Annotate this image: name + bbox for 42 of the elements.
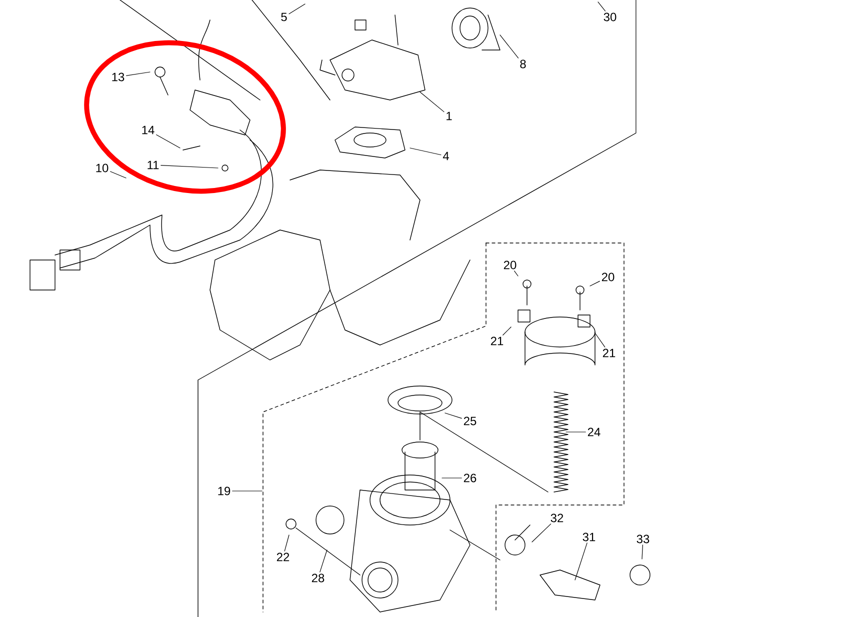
leader-line bbox=[532, 524, 552, 542]
leader-line bbox=[320, 550, 328, 572]
callout-number: 21 bbox=[490, 336, 504, 346]
leader-line bbox=[444, 412, 462, 419]
leader-line bbox=[110, 171, 126, 178]
leader-line bbox=[514, 270, 518, 276]
callout-number: 19 bbox=[218, 486, 230, 496]
leader-line bbox=[642, 544, 643, 560]
callout-number: 33 bbox=[636, 534, 650, 544]
leader-line bbox=[410, 148, 442, 156]
leader-line bbox=[288, 4, 306, 14]
callout-number: 30 bbox=[604, 12, 616, 22]
leader-line bbox=[126, 72, 150, 76]
callout-number: 22 bbox=[276, 552, 290, 562]
callout-number: 4 bbox=[442, 152, 449, 160]
callout-number: 24 bbox=[588, 428, 600, 436]
callout-number: 21 bbox=[602, 348, 616, 358]
callout-number: 8 bbox=[520, 60, 526, 68]
leader-line bbox=[284, 534, 290, 552]
callout-number: 1 bbox=[446, 112, 452, 120]
callout-number: 14 bbox=[142, 126, 154, 134]
callout-number: 26 bbox=[464, 474, 476, 482]
callout-number: 11 bbox=[148, 160, 159, 170]
callout-number: 31 bbox=[582, 532, 596, 542]
leader-line bbox=[594, 332, 606, 348]
callout-number: 32 bbox=[550, 514, 564, 522]
leader-line bbox=[420, 92, 444, 112]
callout-number: 13 bbox=[112, 72, 124, 82]
leader-line bbox=[598, 2, 606, 12]
leader-line bbox=[590, 280, 600, 286]
callout-number: 5 bbox=[281, 12, 287, 22]
leader-line bbox=[574, 542, 588, 580]
leader-line bbox=[232, 490, 262, 492]
callout-number: 28 bbox=[312, 574, 324, 582]
leader-line bbox=[502, 326, 512, 336]
callout-number: 25 bbox=[464, 416, 476, 426]
leader-line bbox=[156, 134, 180, 148]
callout-number: 20 bbox=[504, 260, 516, 270]
leader-line bbox=[160, 165, 218, 168]
callout-number: 20 bbox=[602, 272, 614, 282]
leader-line bbox=[500, 34, 519, 58]
callout-number: 10 bbox=[96, 164, 108, 172]
